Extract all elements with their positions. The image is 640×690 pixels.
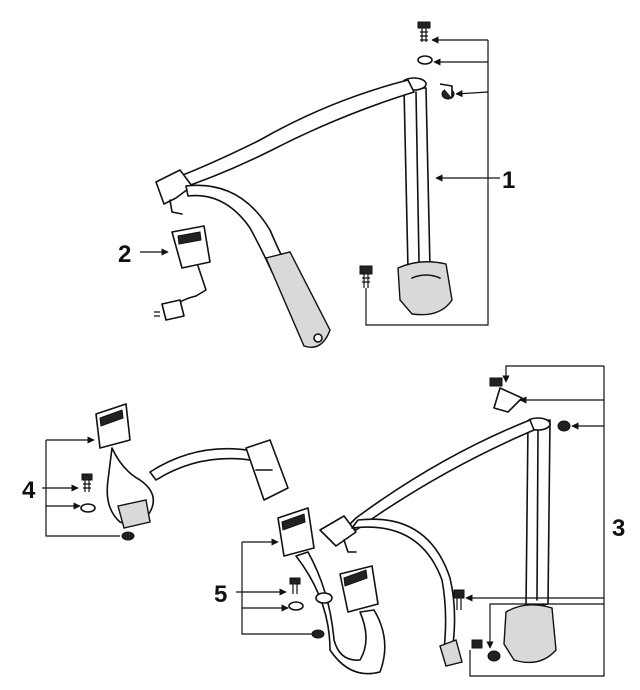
rear-bolt-4 — [81, 473, 93, 492]
rear-upper-nut — [557, 420, 571, 432]
front-buckle — [154, 225, 211, 321]
callout-2: 2 — [118, 241, 131, 268]
callout-1: 1 — [502, 167, 515, 194]
lap-anchor-plate — [265, 251, 331, 348]
rear-shoulder-webbing — [347, 419, 535, 531]
center-bolt-5 — [289, 577, 301, 594]
rear-upper-bolt — [489, 377, 503, 387]
rear-lower-bolt — [453, 589, 501, 662]
rear-buckle-anchor — [117, 499, 151, 529]
rear-retractor-assembly — [319, 365, 605, 677]
rear-bracket — [493, 387, 523, 413]
front-upper-bolt — [417, 21, 431, 42]
tongue-plate — [155, 169, 193, 205]
rear-webbing — [149, 447, 263, 481]
front-belt-assembly — [140, 21, 500, 348]
rear-nut-4 — [121, 531, 135, 541]
rear-washer-4 — [80, 503, 96, 513]
rear-buckle-assembly — [42, 403, 289, 541]
center-buckle-assembly — [236, 507, 386, 675]
callout-5: 5 — [214, 581, 227, 608]
rear-tongue-plate — [319, 515, 357, 547]
center-washer-5 — [288, 601, 304, 611]
shoulder-webbing — [164, 79, 415, 193]
front-retractor — [397, 87, 453, 316]
front-washer — [417, 55, 433, 65]
center-nut-5 — [311, 629, 325, 639]
callout-3: 3 — [612, 515, 625, 542]
front-lower-bolt — [359, 265, 373, 288]
center-buckle-a — [277, 507, 315, 557]
callout-4: 4 — [22, 477, 36, 504]
